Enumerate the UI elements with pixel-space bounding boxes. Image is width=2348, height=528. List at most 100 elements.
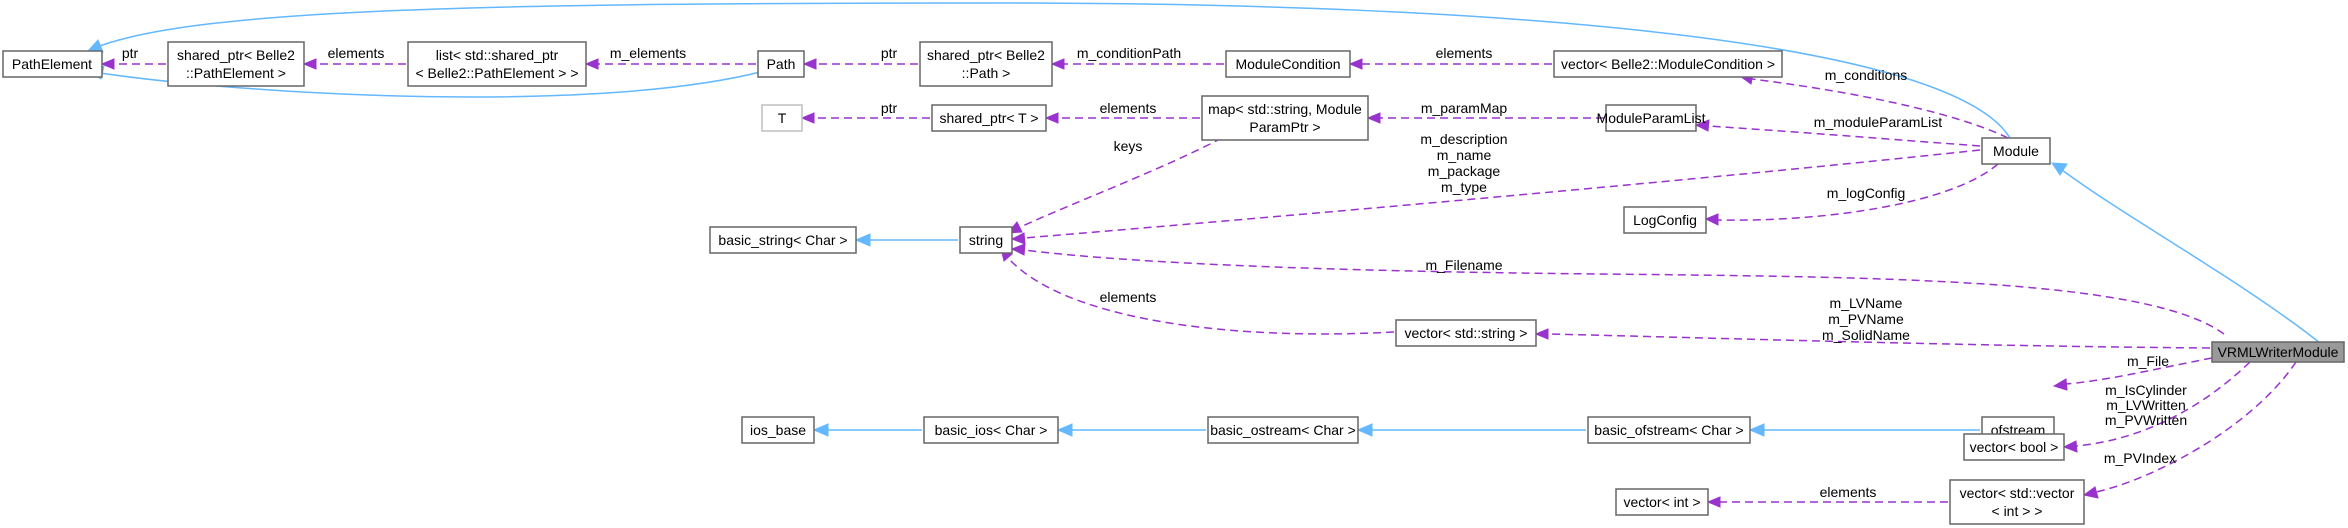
node-path[interactable]: Path (757, 50, 805, 78)
arrowhead-m-module-param-list (1694, 119, 1710, 132)
svg-text:map< std::string, Module: map< std::string, Module (1208, 101, 1362, 117)
edge-label-m-conditions: m_conditions (1825, 67, 1908, 83)
node-vrml-writer-module[interactable]: VRMLWriterModule (2211, 341, 2345, 363)
node-t[interactable]: T (761, 104, 803, 132)
svg-text:PathElement: PathElement (12, 56, 92, 72)
node-vector-vector-int[interactable]: vector< std::vector < int > > (1949, 479, 2085, 525)
svg-text:string: string (969, 232, 1003, 248)
edge-label-module-string-0: m_description (1420, 131, 1507, 147)
arrowhead-pathelement-from-module (86, 39, 104, 53)
svg-text:Module: Module (1993, 143, 2039, 159)
edge-label-elements-shared-ptr-t: elements (1100, 100, 1157, 116)
arrowhead-basic-ostream (1356, 423, 1373, 437)
svg-text:VRMLWriterModule: VRMLWriterModule (2218, 344, 2339, 360)
svg-text:ModuleCondition: ModuleCondition (1235, 56, 1340, 72)
arrowhead-m-filename (1010, 243, 1026, 256)
edge-module-inherits-pathelement (96, 2, 2011, 139)
edge-label-ptr-pathelement: ptr (122, 45, 139, 61)
arrowhead-m-file (2052, 378, 2068, 391)
edge-label-ptr-t: ptr (881, 100, 898, 116)
svg-text:< int > >: < int > > (1992, 503, 2043, 519)
edge-label-vrml-bool-2: m_PVWritten (2105, 412, 2187, 428)
svg-text:Path: Path (767, 56, 796, 72)
svg-text:shared_ptr< Belle2: shared_ptr< Belle2 (927, 47, 1045, 63)
edge-label-keys: keys (1114, 138, 1143, 154)
svg-text:LogConfig: LogConfig (1633, 212, 1697, 228)
node-module-param-list[interactable]: ModuleParamList (1597, 104, 1706, 132)
node-shared-ptr-path[interactable]: shared_ptr< Belle2 ::Path > (919, 41, 1053, 87)
node-basic-ofstream[interactable]: basic_ofstream< Char > (1587, 416, 1751, 444)
arrowhead-module-strings (1010, 232, 1026, 245)
svg-text:::PathElement >: ::PathElement > (186, 65, 286, 81)
edge-module-strings (1023, 149, 1981, 239)
arrowhead-m-condition-path (1050, 58, 1065, 70)
edge-vrml-inherits-module (2061, 169, 2321, 344)
arrowhead-m-log-config (1704, 213, 1719, 226)
edge-label-elements-list: elements (328, 45, 385, 61)
node-shared-ptr-pathelement[interactable]: shared_ptr< Belle2 ::PathElement > (167, 41, 305, 87)
node-map-param[interactable]: map< std::string, Module ParamPtr > (1201, 95, 1369, 141)
arrowhead-elements-shared-ptr-t (1044, 112, 1059, 124)
edge-label-m-module-param-list: m_moduleParamList (1814, 114, 1942, 130)
arrowhead-basic-string (854, 233, 871, 247)
edge-labels: ptr elements m_elements ptr m_conditionP… (122, 45, 2187, 500)
arrowhead-vrml-bools (2062, 440, 2078, 453)
svg-text:basic_ofstream< Char >: basic_ofstream< Char > (1594, 422, 1743, 438)
arrowhead-basic-ofstream (1748, 423, 1765, 437)
edge-label-vrml-name-1: m_PVName (1828, 311, 1904, 327)
node-log-config[interactable]: LogConfig (1623, 206, 1707, 234)
edge-label-vrml-name-2: m_SolidName (1822, 327, 1910, 343)
svg-text:vector< std::vector: vector< std::vector (1960, 485, 2075, 501)
edge-label-m-log-config: m_logConfig (1827, 185, 1906, 201)
edge-label-m-file: m_File (2127, 353, 2169, 369)
edge-m-filename (1023, 249, 2225, 335)
svg-text:vector< Belle2::ModuleConditio: vector< Belle2::ModuleCondition > (1561, 56, 1775, 72)
node-basic-string[interactable]: basic_string< Char > (709, 226, 857, 254)
node-ios-base[interactable]: ios_base (741, 416, 815, 444)
node-string[interactable]: string (959, 226, 1013, 254)
svg-text:ModuleParamList: ModuleParamList (1597, 110, 1706, 126)
svg-text:list< std::shared_ptr: list< std::shared_ptr (436, 47, 559, 63)
node-path-element[interactable]: PathElement (2, 50, 103, 78)
edge-label-elements-vector-string: elements (1100, 289, 1157, 305)
node-module-condition[interactable]: ModuleCondition (1225, 50, 1351, 78)
svg-text:shared_ptr< T >: shared_ptr< T > (939, 110, 1038, 126)
node-shared-ptr-t[interactable]: shared_ptr< T > (931, 104, 1047, 132)
edge-m-pv-index (2095, 361, 2297, 493)
node-vector-bool[interactable]: vector< bool > (1963, 433, 2065, 461)
edge-label-m-pv-index: m_PVIndex (2104, 450, 2176, 466)
edge-label-vrml-bool-0: m_IsCylinder (2105, 382, 2187, 398)
edge-label-vrml-bool-1: m_LVWritten (2106, 397, 2186, 413)
arrowhead-vrml-names (1534, 328, 1549, 340)
edge-vrml-names (1547, 333, 2211, 349)
arrowhead-module-from-vrml (2051, 162, 2068, 176)
svg-text:T: T (778, 110, 787, 126)
node-basic-ios[interactable]: basic_ios< Char > (923, 416, 1059, 444)
svg-text:shared_ptr< Belle2: shared_ptr< Belle2 (177, 47, 295, 63)
svg-text:basic_ios< Char >: basic_ios< Char > (935, 422, 1048, 438)
edge-m-log-config (1717, 163, 1999, 221)
arrowhead-ptr-path (802, 58, 817, 70)
edge-label-module-string-3: m_type (1441, 179, 1487, 195)
arrowhead-elements-list (302, 58, 317, 70)
edges (86, 2, 2321, 508)
node-vector-module-condition[interactable]: vector< Belle2::ModuleCondition > (1553, 50, 1783, 78)
nodes: PathElement shared_ptr< Belle2 ::PathEle… (2, 41, 2345, 525)
node-module[interactable]: Module (1981, 137, 2051, 165)
arrowhead-m-param-map (1366, 112, 1381, 124)
svg-text:ParamPtr >: ParamPtr > (1249, 119, 1320, 135)
edge-label-ptr-path: ptr (881, 45, 898, 61)
svg-text:vector< bool >: vector< bool > (1970, 439, 2059, 455)
svg-text:basic_ostream< Char >: basic_ostream< Char > (1210, 422, 1356, 438)
node-basic-ostream[interactable]: basic_ostream< Char > (1207, 416, 1359, 444)
node-list-shared-ptr[interactable]: list< std::shared_ptr < Belle2::PathElem… (407, 41, 587, 87)
edge-label-m-param-map: m_paramMap (1421, 100, 1508, 116)
svg-text:::Path >: ::Path > (962, 65, 1011, 81)
arrowhead-ptr-pathelement (100, 58, 115, 70)
edge-label-module-string-2: m_package (1428, 163, 1501, 179)
node-vector-string[interactable]: vector< std::string > (1395, 319, 1537, 347)
edge-m-conditions (1751, 78, 2009, 139)
arrowhead-m-pv-index (2082, 486, 2099, 499)
edge-m-file (2065, 357, 2213, 385)
node-vector-int[interactable]: vector< int > (1615, 488, 1709, 516)
